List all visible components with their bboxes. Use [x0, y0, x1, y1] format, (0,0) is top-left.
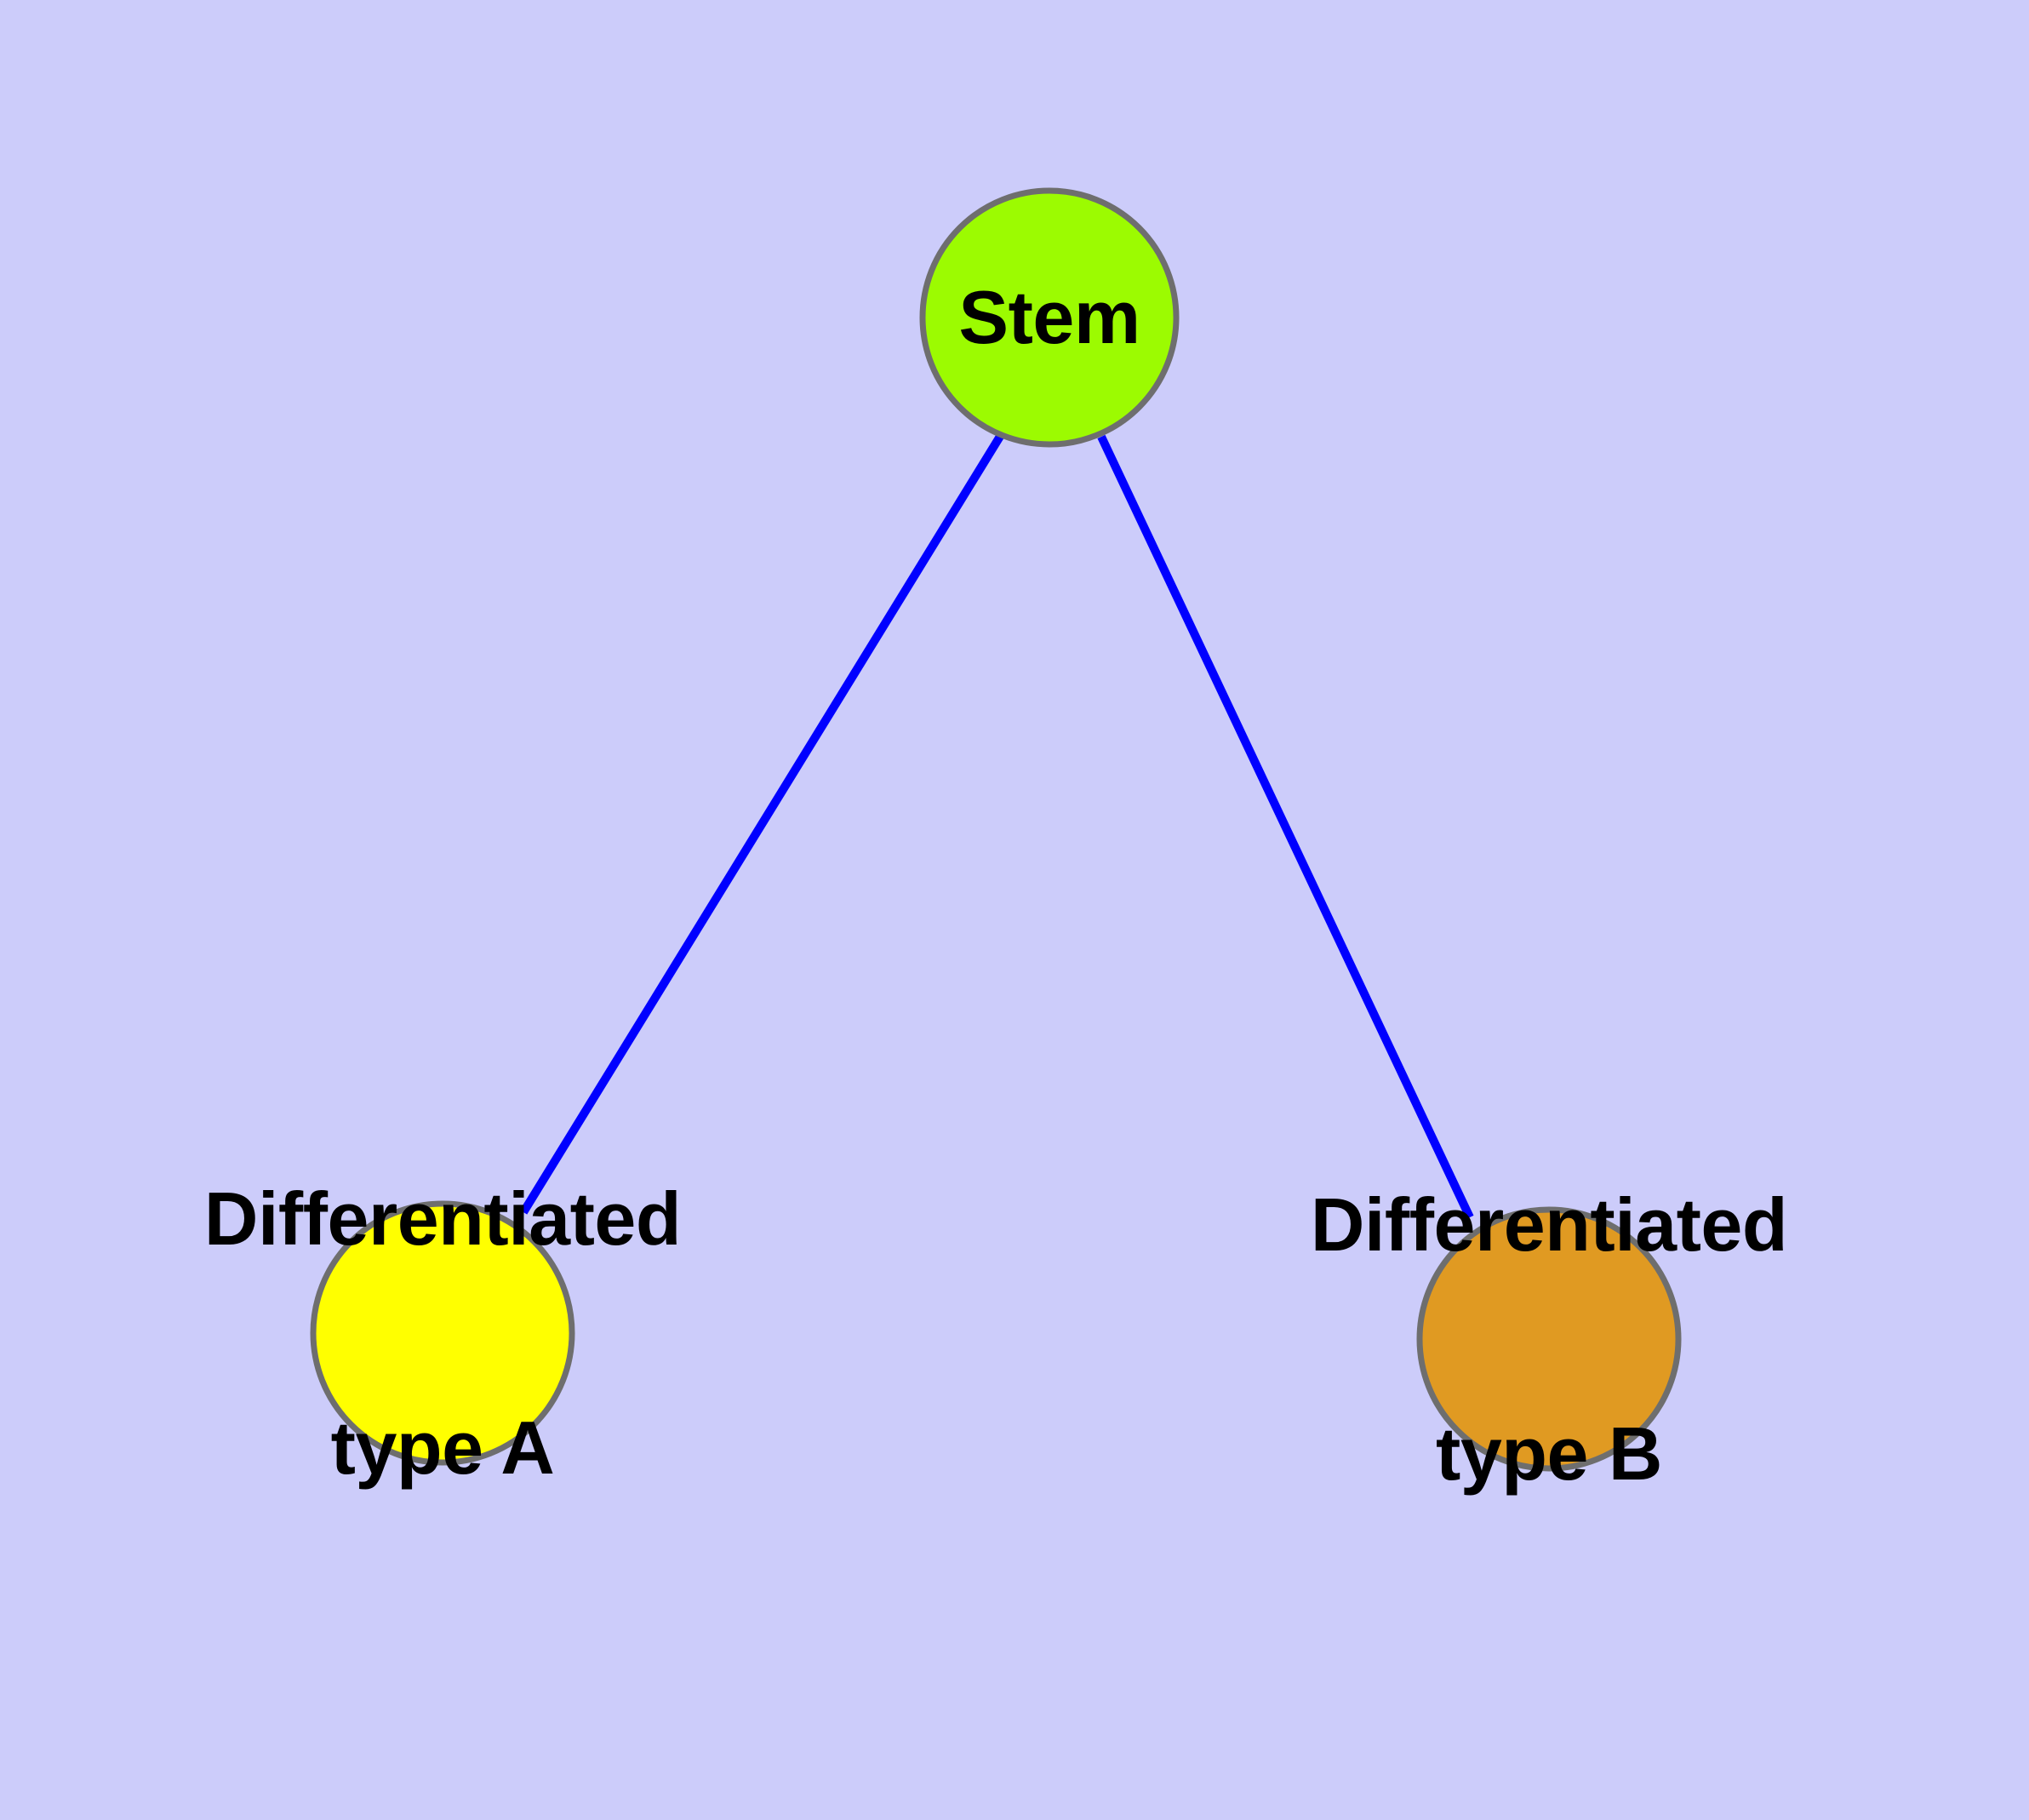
edge-layer — [519, 432, 1474, 1220]
edge-stem-to-diff-a[interactable] — [519, 432, 1005, 1215]
edge-stem-to-diff-b[interactable] — [1097, 434, 1474, 1220]
node-stem[interactable] — [919, 187, 1180, 448]
node-layer — [310, 187, 1682, 1472]
node-differentiated-type-a[interactable] — [310, 1200, 575, 1466]
node-differentiated-type-b[interactable] — [1416, 1206, 1682, 1472]
